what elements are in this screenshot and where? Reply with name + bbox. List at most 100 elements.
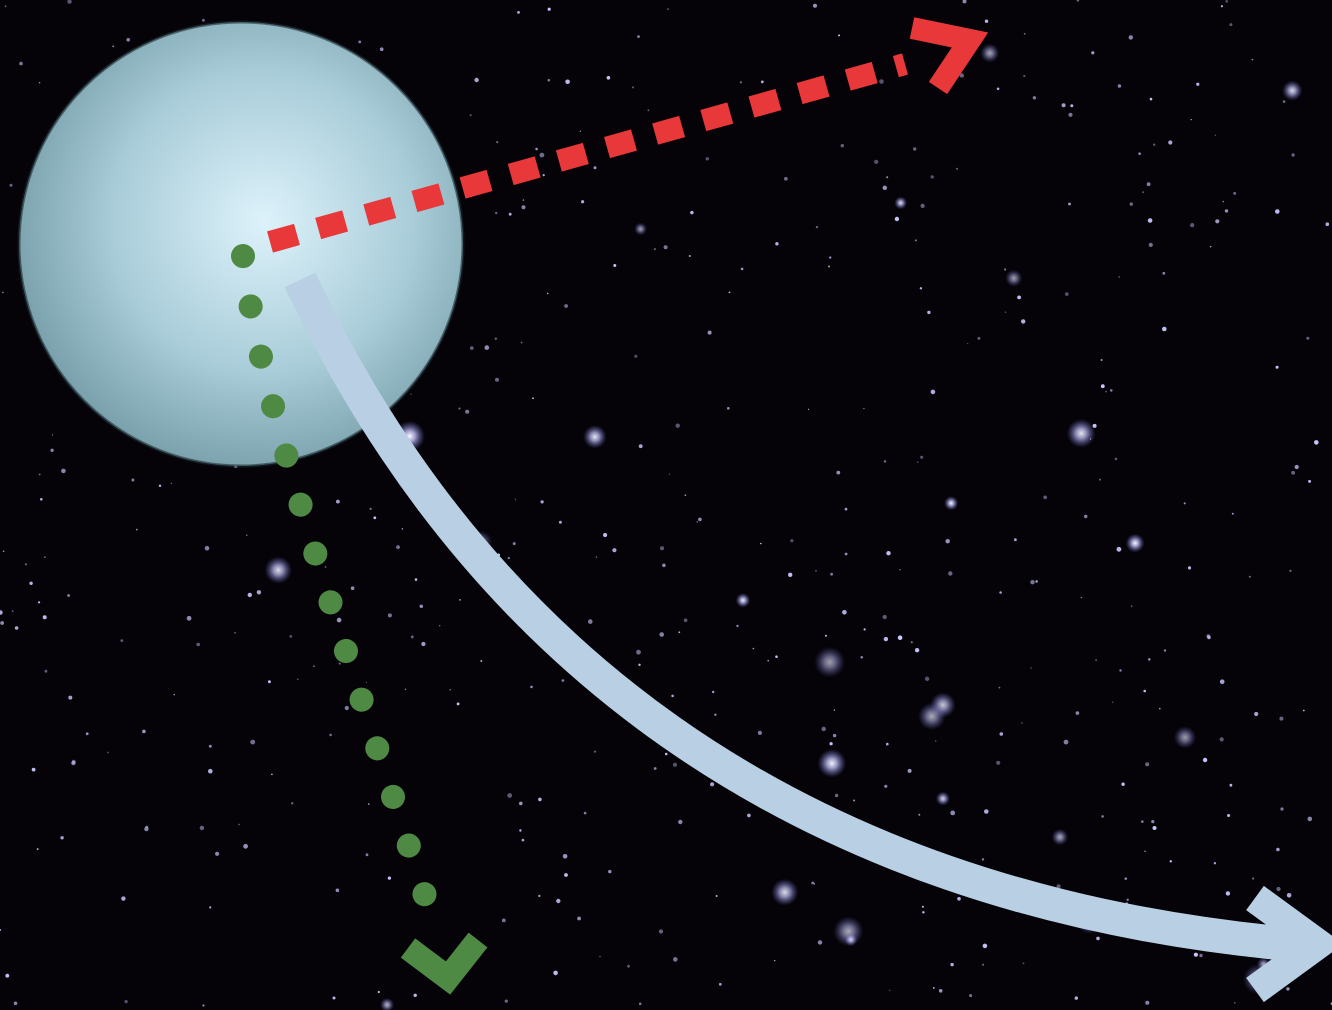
star <box>662 563 666 568</box>
star <box>1222 200 1224 203</box>
red-dashed-arrow <box>267 17 989 253</box>
star <box>833 709 836 711</box>
star <box>296 678 299 681</box>
star <box>36 848 39 851</box>
star <box>767 659 770 662</box>
star <box>950 962 954 967</box>
star <box>1286 987 1290 991</box>
star <box>1051 828 1069 846</box>
star <box>401 528 404 530</box>
star <box>238 823 240 826</box>
star <box>935 791 951 806</box>
star <box>1254 711 1259 717</box>
star <box>996 87 1000 91</box>
star <box>112 45 115 48</box>
star <box>120 639 124 642</box>
star <box>85 732 89 736</box>
star <box>465 409 470 414</box>
star <box>1068 202 1071 206</box>
star <box>606 76 611 80</box>
star <box>1275 365 1279 369</box>
star <box>638 444 643 449</box>
star <box>1014 538 1017 542</box>
star <box>60 836 64 840</box>
star <box>377 990 380 994</box>
star <box>522 199 525 201</box>
star <box>863 628 866 631</box>
star <box>5 973 10 978</box>
star <box>664 752 668 756</box>
star <box>456 702 460 706</box>
star <box>173 694 175 696</box>
star <box>1023 74 1026 78</box>
star <box>521 838 525 842</box>
star <box>950 810 956 816</box>
star <box>484 345 490 350</box>
star <box>813 883 816 885</box>
star <box>634 354 638 358</box>
star <box>705 157 709 161</box>
star <box>449 688 452 691</box>
star <box>208 744 212 748</box>
star <box>1306 336 1310 340</box>
star <box>414 578 418 581</box>
star <box>268 680 271 684</box>
star <box>1005 269 1023 287</box>
star <box>735 593 751 608</box>
star <box>714 713 717 716</box>
star <box>1193 952 1198 957</box>
star <box>918 813 921 816</box>
star <box>1056 884 1061 889</box>
star <box>824 634 827 637</box>
star <box>1196 82 1200 86</box>
star <box>564 873 568 877</box>
star <box>1225 891 1231 896</box>
star <box>558 520 562 524</box>
star <box>747 813 751 818</box>
star <box>710 782 715 787</box>
star <box>1110 389 1113 392</box>
star <box>882 614 887 620</box>
star <box>67 0 72 4</box>
star <box>910 641 913 644</box>
star <box>1173 726 1197 749</box>
star <box>930 175 934 179</box>
star <box>1229 23 1233 27</box>
star <box>40 498 43 501</box>
star <box>999 732 1004 736</box>
star <box>593 750 597 753</box>
star <box>495 211 498 215</box>
star <box>313 665 315 667</box>
star <box>365 853 369 857</box>
star <box>332 996 336 1000</box>
star <box>1065 292 1069 296</box>
star <box>387 876 391 880</box>
star <box>1145 1000 1150 1005</box>
star <box>595 556 598 558</box>
star <box>496 141 499 144</box>
star <box>365 681 368 684</box>
star <box>599 955 601 958</box>
star <box>215 851 220 856</box>
star <box>1017 295 1021 300</box>
star <box>775 242 779 246</box>
star <box>145 825 149 829</box>
star <box>588 619 593 624</box>
star <box>1043 495 1047 500</box>
star <box>653 767 657 770</box>
star <box>813 3 817 8</box>
star <box>1289 569 1292 573</box>
star <box>808 408 810 410</box>
star <box>367 803 370 805</box>
red-arrowhead <box>909 17 989 95</box>
star <box>1163 649 1167 652</box>
star <box>1146 182 1151 187</box>
star <box>44 669 48 673</box>
star <box>1099 478 1101 481</box>
star <box>1159 707 1161 710</box>
star <box>1220 5 1223 8</box>
star <box>380 997 395 1010</box>
star <box>1152 826 1157 830</box>
star <box>264 556 292 584</box>
star <box>982 963 985 966</box>
